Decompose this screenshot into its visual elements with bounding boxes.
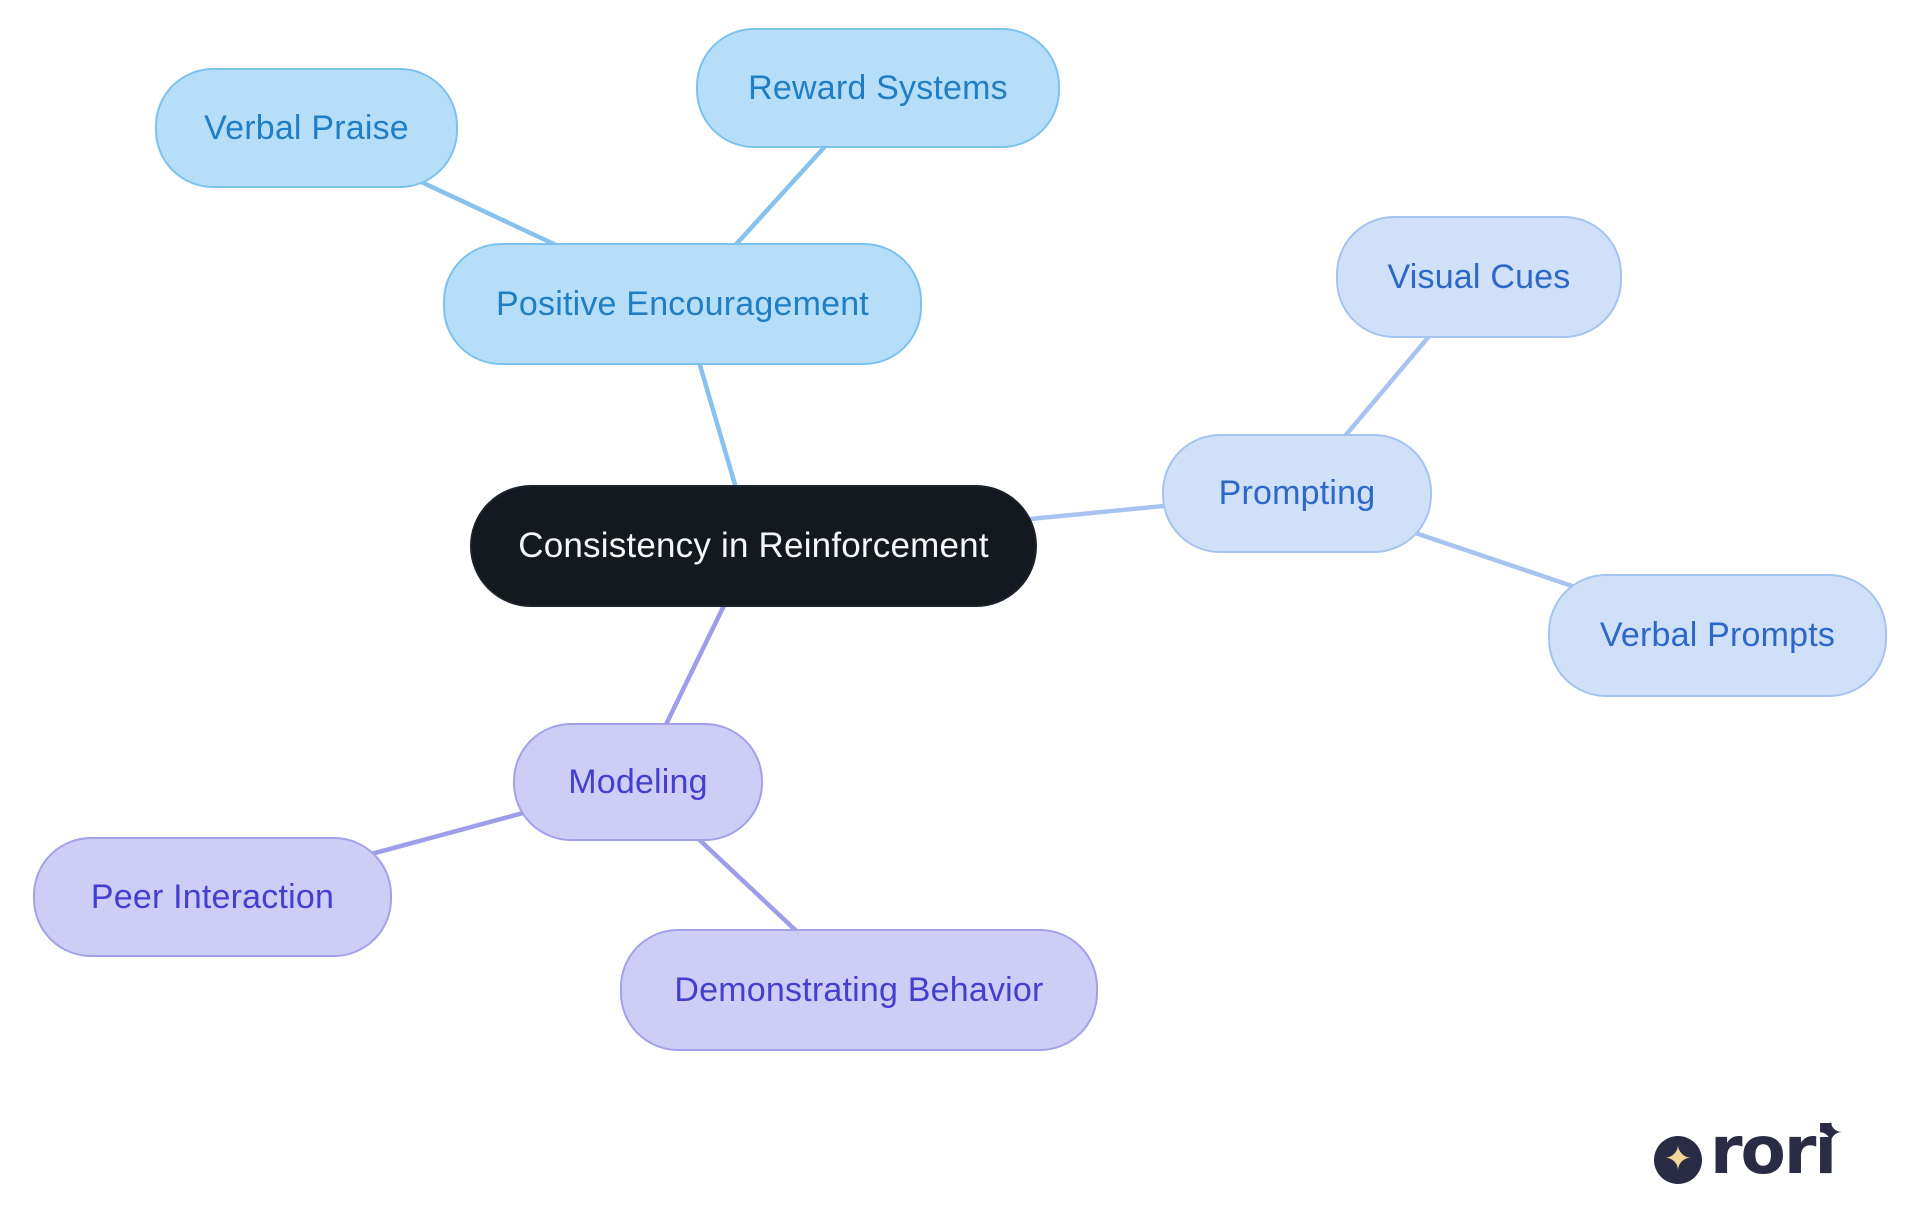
node-verbal-praise[interactable]: Verbal Praise — [155, 68, 458, 188]
node-modeling[interactable]: Modeling — [513, 723, 763, 841]
node-root-consistency-in-reinforcement[interactable]: Consistency in Reinforcement — [470, 485, 1037, 607]
node-demonstrating-behavior[interactable]: Demonstrating Behavior — [620, 929, 1098, 1051]
node-label: Reward Systems — [748, 68, 1008, 107]
node-peer-interaction[interactable]: Peer Interaction — [33, 837, 392, 957]
node-prompting[interactable]: Prompting — [1162, 434, 1432, 553]
node-label: Positive Encouragement — [496, 284, 869, 323]
rori-wordmark-text: rori — [1710, 1112, 1837, 1189]
node-label: Modeling — [568, 762, 708, 801]
sparkle-icon: ✦ — [1817, 1116, 1843, 1151]
node-verbal-prompts[interactable]: Verbal Prompts — [1548, 574, 1887, 697]
rori-logo-circle: ✦ — [1654, 1136, 1702, 1184]
node-visual-cues[interactable]: Visual Cues — [1336, 216, 1622, 338]
node-label: Consistency in Reinforcement — [518, 526, 989, 565]
node-label: Visual Cues — [1387, 257, 1571, 296]
node-positive-encouragement[interactable]: Positive Encouragement — [443, 243, 922, 365]
node-label: Peer Interaction — [90, 877, 335, 916]
node-label: Verbal Praise — [204, 108, 409, 147]
star-icon: ✦ — [1663, 1139, 1693, 1179]
node-label: Verbal Prompts — [1599, 616, 1836, 654]
node-label: Demonstrating Behavior — [674, 970, 1044, 1009]
rori-wordmark: rori ✦ — [1710, 1116, 1843, 1185]
node-label: Prompting — [1218, 474, 1376, 512]
node-reward-systems[interactable]: Reward Systems — [696, 28, 1060, 148]
rori-logo: ✦ rori ✦ — [1650, 1108, 1870, 1198]
